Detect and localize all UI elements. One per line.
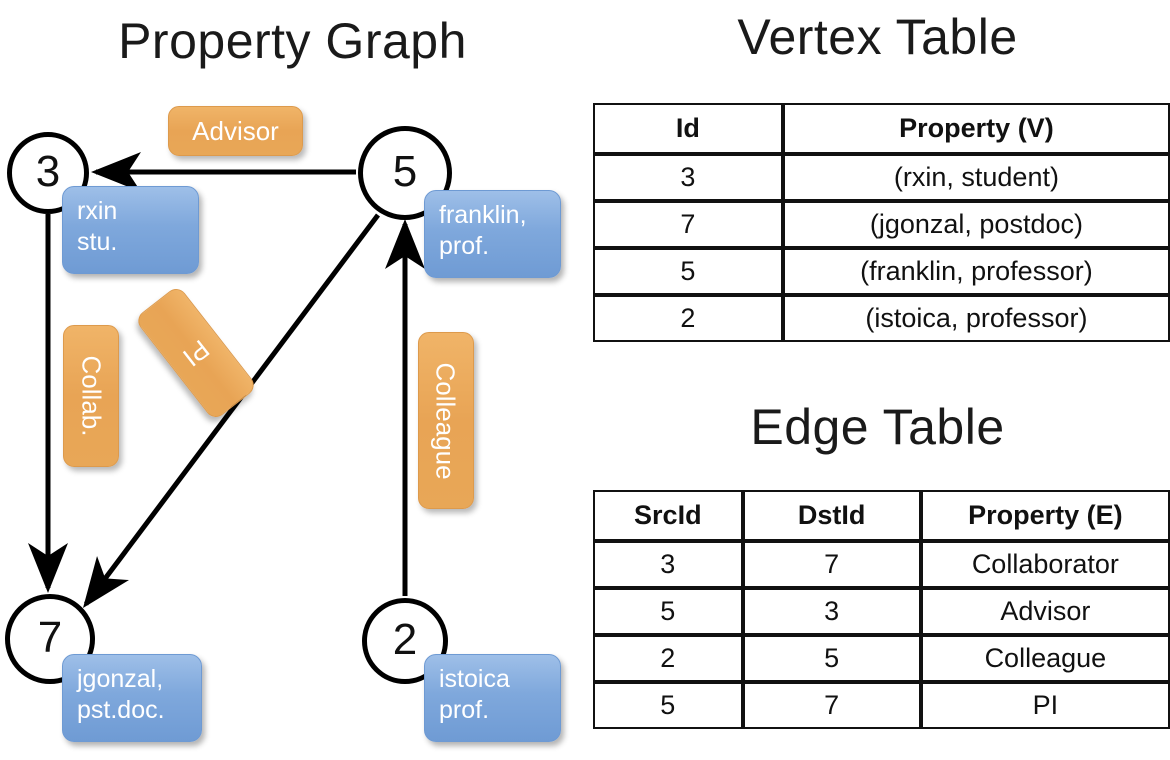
edge-table-cell-property: Colleague bbox=[920, 635, 1170, 682]
edge-table-cell-srcid: 3 bbox=[593, 541, 743, 588]
graph-vertex-2-label: 2 bbox=[392, 615, 418, 664]
vertex-table-cell-property: (istoica, professor) bbox=[782, 295, 1170, 342]
table-header-row: SrcId DstId Property (E) bbox=[593, 490, 1170, 541]
vertex-property-box-2: istoica prof. bbox=[424, 654, 561, 742]
edge-table: SrcId DstId Property (E) 3 7 Collaborato… bbox=[593, 490, 1170, 729]
graph-vertex-3-label: 3 bbox=[35, 147, 61, 196]
edge-label-collab-text: Collab. bbox=[76, 355, 106, 437]
table-row[interactable]: 5 7 PI bbox=[593, 682, 1170, 729]
table-row[interactable]: 5 3 Advisor bbox=[593, 588, 1170, 635]
page-title-property-graph: Property Graph bbox=[118, 13, 467, 69]
graph-edge-5-to-7 bbox=[82, 213, 380, 608]
graph-vertex-2[interactable]: 2 bbox=[362, 598, 448, 684]
edge-table-header-property: Property (E) bbox=[920, 490, 1170, 541]
vertex-property-box-7: jgonzal, pst.doc. bbox=[62, 654, 202, 742]
edge-table-cell-property: Advisor bbox=[920, 588, 1170, 635]
page-title-edge-table: Edge Table bbox=[750, 399, 1005, 455]
vertex-table-cell-id: 3 bbox=[593, 154, 783, 201]
table-row[interactable]: 5 (franklin, professor) bbox=[593, 248, 1170, 295]
edge-table-cell-dstid: 5 bbox=[742, 635, 921, 682]
vertex-table-cell-property: (franklin, professor) bbox=[782, 248, 1170, 295]
edge-label-pi-text: PI bbox=[177, 333, 215, 373]
property-graph-panel: Property Graph 3 5 7 2 rxin stu. frankli… bbox=[5, 13, 561, 742]
vertex-table: Id Property (V) 3 (rxin, student) 7 (jgo… bbox=[593, 103, 1170, 342]
edge-table-header-dstid: DstId bbox=[742, 490, 921, 541]
vertex-table-cell-property: (jgonzal, postdoc) bbox=[782, 201, 1170, 248]
table-header-row: Id Property (V) bbox=[593, 103, 1170, 154]
graph-edges-canvas bbox=[28, 152, 425, 608]
edge-label-collab: Collab. bbox=[63, 325, 119, 467]
vertex-table-cell-id: 7 bbox=[593, 201, 783, 248]
vertex-table-cell-id: 5 bbox=[593, 248, 783, 295]
edge-table-cell-dstid: 7 bbox=[742, 541, 921, 588]
vertex-table-header-property: Property (V) bbox=[782, 103, 1170, 154]
edge-table-cell-srcid: 5 bbox=[593, 588, 743, 635]
edge-table-cell-srcid: 5 bbox=[593, 682, 743, 729]
edge-label-advisor-text: Advisor bbox=[192, 116, 279, 146]
vertex-property-box-5: franklin, prof. bbox=[424, 190, 561, 278]
page-title-vertex-table: Vertex Table bbox=[737, 9, 1018, 65]
graph-vertex-5[interactable]: 5 bbox=[358, 126, 452, 220]
edge-table-header-srcid: SrcId bbox=[593, 490, 743, 541]
graph-vertex-5-label: 5 bbox=[392, 147, 418, 196]
edge-table-cell-property: PI bbox=[920, 682, 1170, 729]
table-row[interactable]: 3 7 Collaborator bbox=[593, 541, 1170, 588]
graph-vertex-7-label: 7 bbox=[37, 613, 63, 662]
vertex-table-cell-property: (rxin, student) bbox=[782, 154, 1170, 201]
edge-table-cell-srcid: 2 bbox=[593, 635, 743, 682]
edge-label-advisor: Advisor bbox=[168, 106, 303, 156]
vertex-property-box-3: rxin stu. bbox=[62, 186, 199, 274]
vertex-table-header-id: Id bbox=[593, 103, 783, 154]
table-row[interactable]: 3 (rxin, student) bbox=[593, 154, 1170, 201]
edge-table-cell-property: Collaborator bbox=[920, 541, 1170, 588]
edge-table-cell-dstid: 7 bbox=[742, 682, 921, 729]
table-row[interactable]: 2 (istoica, professor) bbox=[593, 295, 1170, 342]
vertex-table-cell-id: 2 bbox=[593, 295, 783, 342]
edge-label-colleague-text: Colleague bbox=[431, 361, 461, 480]
edge-label-colleague: Colleague bbox=[418, 332, 474, 509]
table-row[interactable]: 2 5 Colleague bbox=[593, 635, 1170, 682]
table-row[interactable]: 7 (jgonzal, postdoc) bbox=[593, 201, 1170, 248]
edge-table-cell-dstid: 3 bbox=[742, 588, 921, 635]
